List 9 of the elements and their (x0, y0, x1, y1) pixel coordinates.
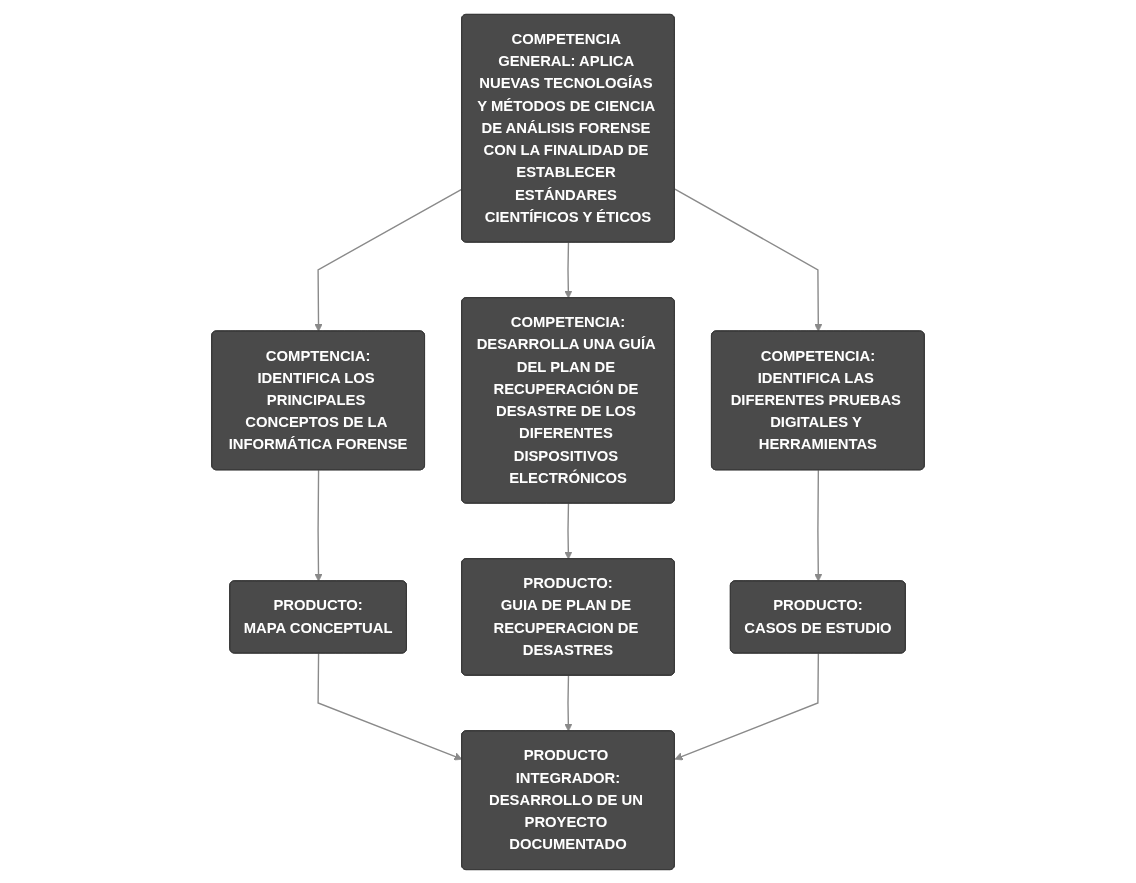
arrow (564, 241, 573, 298)
arrow (564, 674, 573, 732)
arrow (814, 469, 823, 582)
arrow (564, 502, 573, 559)
arrow (674, 187, 823, 332)
arrow (314, 469, 323, 582)
arrow (674, 652, 820, 760)
arrow (314, 187, 463, 332)
arrow (317, 652, 463, 760)
